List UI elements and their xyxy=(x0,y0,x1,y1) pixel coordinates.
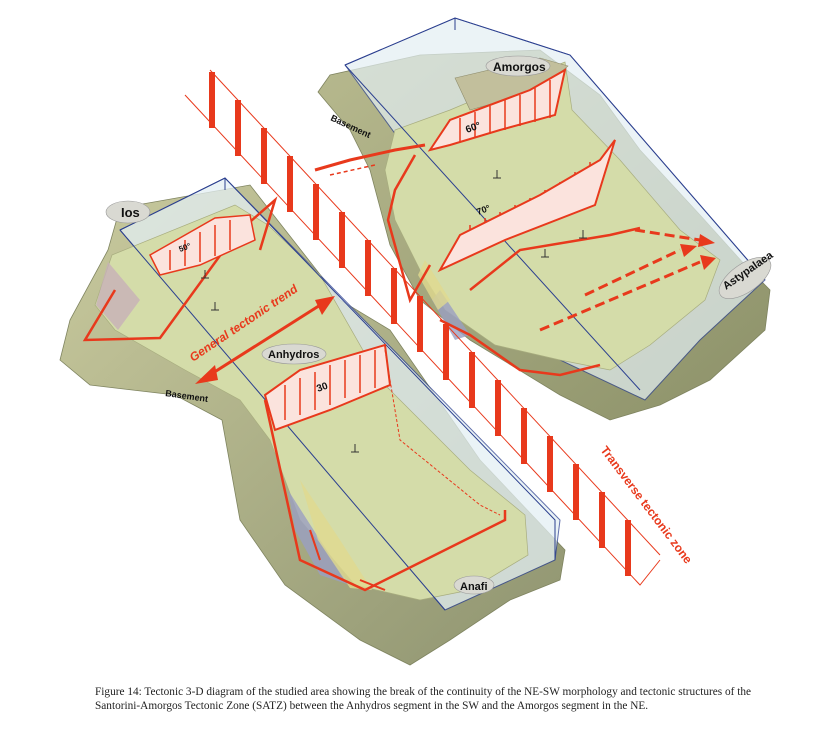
ne-fault-arc xyxy=(314,143,426,172)
dip-60-text: 60° xyxy=(464,120,482,136)
ne-box-outline xyxy=(344,17,766,281)
sw-fault-lower-1 xyxy=(309,529,321,561)
ne-fault-east-3 xyxy=(539,260,701,332)
ne-fault-amorgos xyxy=(427,68,567,152)
caption-line-1: Figure 14: Tectonic 3-D diagram of the s… xyxy=(95,686,752,698)
amorgos-text: Amorgos xyxy=(493,60,546,74)
sw-box-edge-top xyxy=(119,177,556,560)
sw-fault-main xyxy=(263,399,507,592)
ne-fault-mid xyxy=(437,139,616,273)
label-ios: Ios xyxy=(105,200,151,224)
tectonic-3d-diagram: Ios Amorgos Basement Basement Anhydros A… xyxy=(59,17,776,666)
sw-fault-anhydros xyxy=(263,343,392,432)
ne-arrowheads xyxy=(680,234,716,270)
general-trend-arrow xyxy=(195,296,335,384)
dip-symbols xyxy=(201,170,587,453)
figure-caption: Figure 14: Tectonic 3-D diagram of the s… xyxy=(95,685,775,713)
sw-faults xyxy=(82,196,507,592)
ne-fault-east-2 xyxy=(584,248,681,297)
anhydros-text: Anhydros xyxy=(268,349,319,361)
sw-fault-lower-2 xyxy=(359,579,386,591)
sw-strata-3 xyxy=(300,480,372,590)
anafi-text: Anafi xyxy=(460,581,488,593)
caption-line-2: Santorini-Amorgos Tectonic Zone (SATZ) b… xyxy=(95,700,649,712)
dip-70-text: 70° xyxy=(475,203,492,217)
sw-fault-upper xyxy=(82,196,278,342)
transverse-zone-edge xyxy=(209,69,661,556)
label-anhydros: Anhydros xyxy=(261,343,327,365)
ne-faults xyxy=(314,68,701,377)
sw-hatch-lines xyxy=(169,220,376,420)
ne-fault-east-1 xyxy=(634,228,701,242)
sw-strata-1 xyxy=(96,262,140,330)
transverse-zone-text: Transverse tectonic zone xyxy=(598,443,696,566)
label-amorgos: Amorgos xyxy=(485,55,551,77)
sw-strata-2 xyxy=(288,490,350,585)
transverse-zone xyxy=(184,69,661,586)
ne-fault-south xyxy=(439,318,601,377)
ios-text: Ios xyxy=(121,205,140,220)
transverse-stripes xyxy=(209,72,631,576)
dip-50-text: 50° xyxy=(178,241,192,254)
label-anafi: Anafi xyxy=(453,575,495,595)
ne-fault-ridge xyxy=(469,226,641,291)
ne-fault-west xyxy=(386,154,432,304)
transverse-zone-outline xyxy=(184,94,661,586)
dip-30-text: 30 xyxy=(315,381,330,395)
sw-fault-hatched-1 xyxy=(149,214,256,276)
sw-fault-inner xyxy=(384,349,501,516)
ne-fault-arc-dash xyxy=(329,164,376,176)
